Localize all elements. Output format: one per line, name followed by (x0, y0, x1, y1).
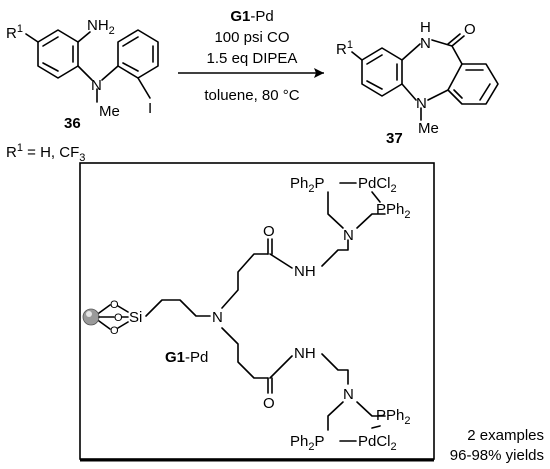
upper-ph2p: Ph2P (290, 175, 325, 195)
catalyst-condition: G1-Pd (230, 8, 273, 25)
n-label: N (91, 77, 102, 94)
lower-ph2p: Ph2P (290, 433, 325, 453)
starting-material-36: R1 NH2 N Me I 36 (6, 17, 159, 132)
upper-tertiary-n: N (343, 227, 354, 244)
r1-definition: R1 = H, CF3 (6, 142, 85, 164)
silicon-label: Si (129, 309, 142, 326)
lower-pdcl2: PdCl2 (358, 433, 397, 453)
upper-amide-nh: NH (294, 263, 316, 280)
upper-pph2: PPh2 (376, 201, 410, 221)
compound-number-37: 37 (386, 130, 403, 147)
examples-count: 2 examples (467, 427, 544, 444)
catalyst-box: O O O Si N O NH N Ph2P PdCl2 PPh2 O NH (79, 162, 435, 462)
iodo-label: I (148, 100, 152, 117)
lower-pph2: PPh2 (376, 407, 410, 427)
lower-amide-nh: NH (294, 345, 316, 362)
upper-pdcl2: PdCl2 (358, 175, 397, 195)
amine-n-center: N (212, 309, 223, 326)
base-condition: 1.5 eq DIPEA (207, 50, 298, 67)
product-n: N (416, 95, 427, 112)
nh2-label: NH2 (87, 17, 115, 37)
r1-label: R1 (6, 23, 23, 42)
product-r1-label: R1 (336, 39, 353, 58)
pressure-condition: 100 psi CO (214, 29, 289, 46)
reaction-arrow-group: G1-Pd 100 psi CO 1.5 eq DIPEA toluene, 8… (178, 8, 324, 104)
product-37: R1 H N O N Me 37 (336, 19, 499, 147)
catalyst-name: G1-Pd (165, 349, 208, 366)
product-nh-n: N (420, 35, 431, 52)
compound-number-36: 36 (64, 115, 81, 132)
lower-carbonyl-o: O (263, 395, 275, 412)
lower-tertiary-n: N (343, 386, 354, 403)
solvent-temperature: toluene, 80 °C (204, 87, 299, 104)
siloxane-o-top: O (110, 299, 119, 311)
product-oxygen: O (464, 21, 476, 38)
product-nh-h: H (420, 19, 431, 36)
yield-range: 96-98% yields (450, 447, 544, 464)
silica-bead-icon (82, 308, 100, 326)
me-label: Me (99, 103, 120, 120)
siloxane-o-mid: O (114, 312, 123, 324)
product-me: Me (418, 120, 439, 137)
upper-carbonyl-o: O (263, 223, 275, 240)
siloxane-o-bottom: O (110, 325, 119, 337)
